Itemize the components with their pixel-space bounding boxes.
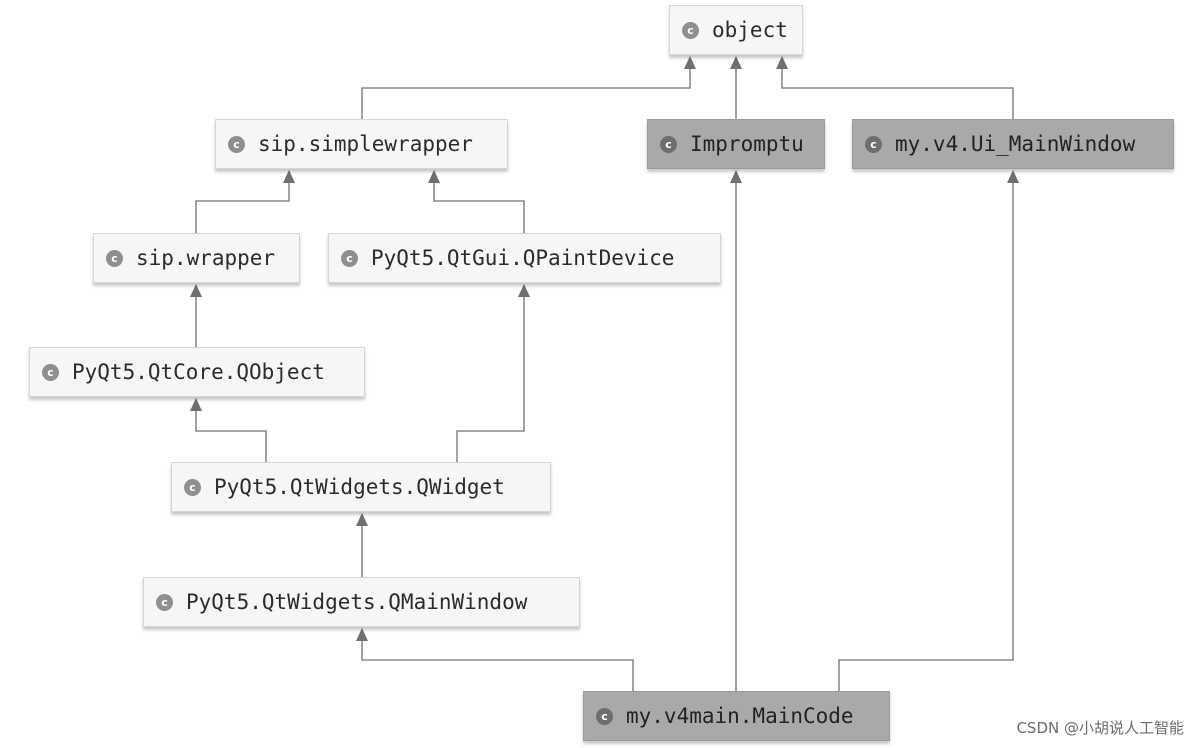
arrowhead-wrapper-to-simplewrapper xyxy=(283,170,295,183)
edge-ui_mainwindow-to-object xyxy=(781,68,1014,119)
node-label: object xyxy=(712,18,788,42)
node-label: sip.wrapper xyxy=(136,246,276,270)
node-qwidget[interactable]: c PyQt5.QtWidgets.QWidget xyxy=(171,462,551,512)
edge-maincode-to-ui_mainwindow xyxy=(838,182,1014,691)
arrowhead-maincode-to-qmainwindow xyxy=(356,628,368,641)
class-icon: c xyxy=(596,707,613,725)
class-icon: c xyxy=(682,21,699,39)
node-label: PyQt5.QtWidgets.QMainWindow xyxy=(186,590,528,614)
edge-simplewrapper-to-object xyxy=(361,68,691,119)
arrowhead-qwidget-to-qobject xyxy=(190,398,202,411)
arrowhead-maincode-to-impromptu xyxy=(730,170,742,183)
class-icon: c xyxy=(865,135,882,153)
arrowhead-ui_mainwindow-to-object xyxy=(776,56,788,69)
class-icon: c xyxy=(156,593,173,611)
edge-qpaintdevice-to-simplewrapper xyxy=(433,182,525,233)
class-icon: c xyxy=(228,135,245,153)
class-icon: c xyxy=(42,363,59,381)
class-icon: c xyxy=(660,135,677,153)
arrowhead-qmainwindow-to-qwidget xyxy=(356,513,368,526)
node-sip-simplewrapper[interactable]: c sip.simplewrapper xyxy=(215,119,508,169)
edge-qwidget-to-qobject xyxy=(195,410,267,462)
node-label: my.v4main.MainCode xyxy=(626,704,854,728)
node-maincode[interactable]: c my.v4main.MainCode xyxy=(583,691,890,741)
node-label: PyQt5.QtWidgets.QWidget xyxy=(214,475,505,499)
arrowhead-qobject-to-wrapper xyxy=(190,284,202,297)
edge-maincode-to-qmainwindow xyxy=(361,640,634,691)
node-label: PyQt5.QtCore.QObject xyxy=(72,360,325,384)
node-label: sip.simplewrapper xyxy=(258,132,473,156)
arrowhead-impromptu-to-object xyxy=(730,56,742,69)
edge-wrapper-to-simplewrapper xyxy=(195,182,290,233)
node-qobject[interactable]: c PyQt5.QtCore.QObject xyxy=(29,347,365,397)
node-qmainwindow[interactable]: c PyQt5.QtWidgets.QMainWindow xyxy=(143,577,580,627)
class-icon: c xyxy=(106,249,123,267)
arrowhead-maincode-to-ui_mainwindow xyxy=(1007,170,1019,183)
node-qpaintdevice[interactable]: c PyQt5.QtGui.QPaintDevice xyxy=(328,233,721,283)
class-icon: c xyxy=(184,478,201,496)
node-impromptu[interactable]: c Impromptu xyxy=(647,119,825,169)
node-ui-mainwindow[interactable]: c my.v4.Ui_MainWindow xyxy=(852,119,1174,169)
arrowhead-simplewrapper-to-object xyxy=(684,56,696,69)
arrowhead-qpaintdevice-to-simplewrapper xyxy=(428,170,440,183)
node-label: Impromptu xyxy=(690,132,804,156)
node-sip-wrapper[interactable]: c sip.wrapper xyxy=(93,233,300,283)
arrowhead-qwidget-to-qpaintdevice xyxy=(518,284,530,297)
edge-qwidget-to-qpaintdevice xyxy=(456,296,525,462)
node-object[interactable]: c object xyxy=(669,5,803,55)
node-label: PyQt5.QtGui.QPaintDevice xyxy=(371,246,675,270)
node-label: my.v4.Ui_MainWindow xyxy=(895,132,1136,156)
watermark: CSDN @小胡说人工智能 xyxy=(1016,719,1184,737)
class-icon: c xyxy=(341,249,358,267)
